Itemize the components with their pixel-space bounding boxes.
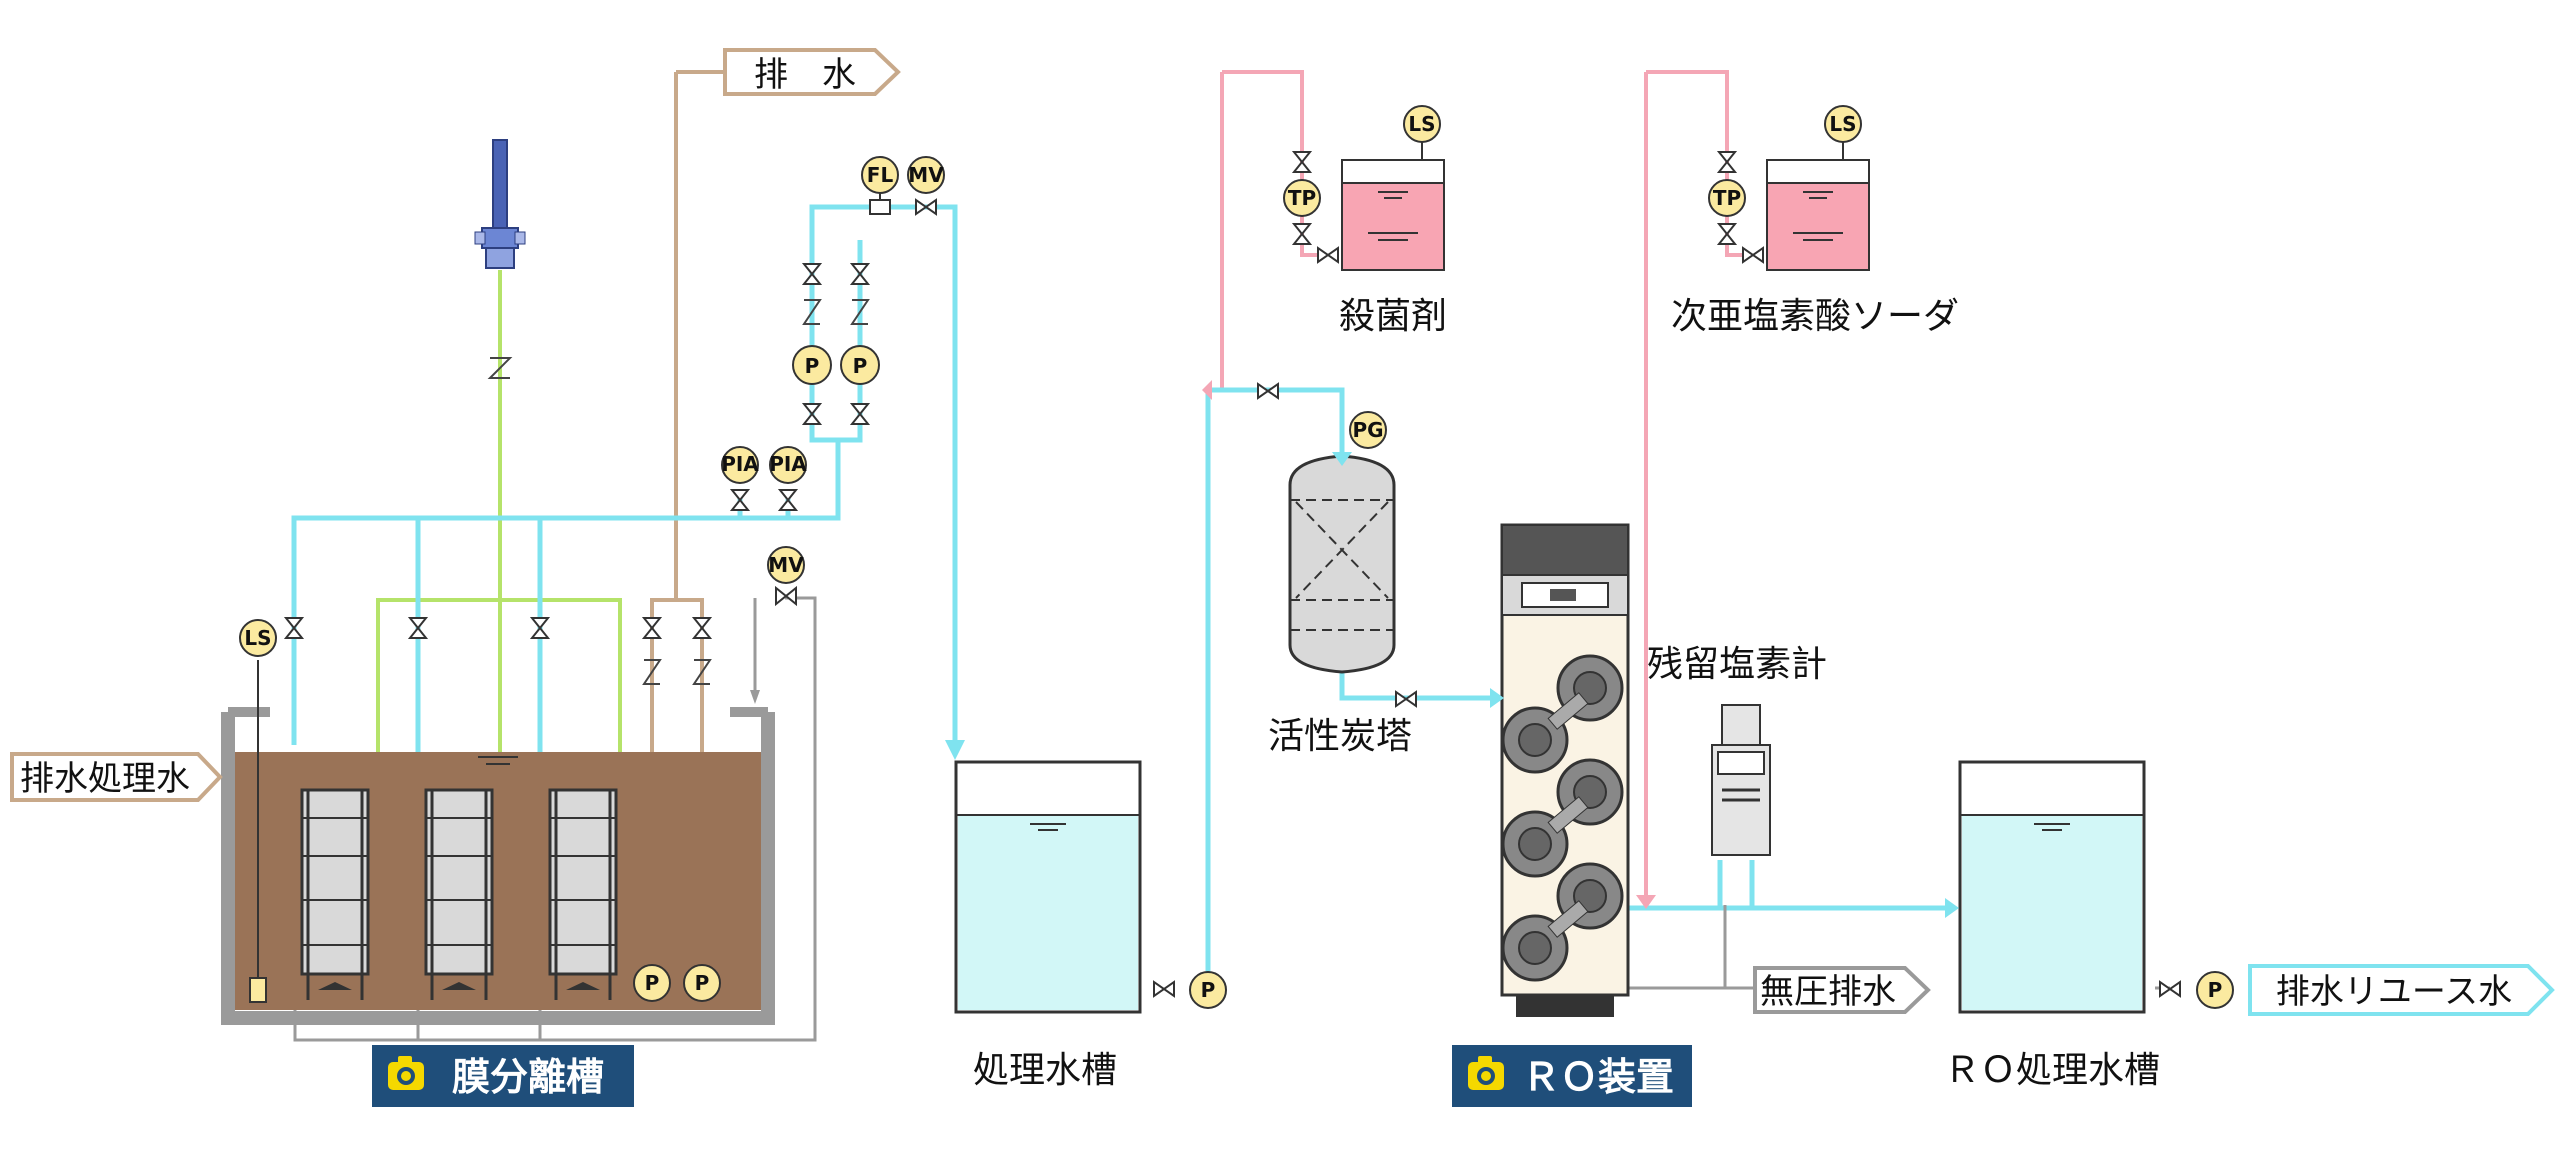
svg-text:P: P <box>853 354 868 378</box>
svg-text:LS: LS <box>244 626 271 650</box>
svg-text:PG: PG <box>1352 418 1383 442</box>
svg-text:MV: MV <box>768 553 804 577</box>
ro-vessel <box>1501 862 1624 982</box>
unpressurized-drain-label: 無圧排水 <box>1753 966 1931 1014</box>
ro-vessel <box>1501 654 1624 774</box>
svg-text:LS: LS <box>1408 112 1435 136</box>
ro-treated-tank-label: ＲＯ処理水槽 <box>1944 1050 2160 1091</box>
ro-unit <box>1500 523 1630 1017</box>
wastewater-in-label: 排水処理水 <box>10 752 223 802</box>
svg-text:P: P <box>805 354 820 378</box>
chlorine-meter-label: 残留塩素計 <box>1647 644 1827 685</box>
treated-water-tank <box>954 760 1142 1014</box>
svg-text:無圧排水: 無圧排水 <box>1760 972 1896 1012</box>
sterilizer-tank <box>1341 159 1445 271</box>
svg-text:ＲＯ装置: ＲＯ装置 <box>1522 1055 1674 1099</box>
instrument-pg: PG <box>1349 411 1387 449</box>
residual-chlorine-meter <box>1711 704 1771 856</box>
membrane-unit <box>300 788 370 1000</box>
flow-arrows <box>750 380 1959 918</box>
svg-text:P: P <box>695 971 710 995</box>
sterilizer-label: 殺菌剤 <box>1339 296 1447 337</box>
svg-text:排 水: 排 水 <box>754 55 856 95</box>
camera-icon <box>1468 1056 1504 1090</box>
ro-vessel <box>1501 758 1624 878</box>
instrument-p-treated: P <box>1189 971 1227 1009</box>
activated-carbon-tower <box>1288 454 1396 674</box>
instrument-tp-hypochlorite: TP <box>1708 179 1746 217</box>
svg-text:P: P <box>2208 978 2223 1002</box>
svg-text:TP: TP <box>1713 186 1741 210</box>
blower <box>474 139 526 379</box>
svg-text:PIA: PIA <box>721 452 759 476</box>
drain-label: 排 水 <box>723 48 901 96</box>
svg-text:PIA: PIA <box>769 452 807 476</box>
camera-icon <box>388 1056 424 1090</box>
instrument-p-suction-1: P <box>792 345 832 385</box>
svg-text:排水リユース水: 排水リユース水 <box>2276 972 2512 1012</box>
svg-text:P: P <box>645 971 660 995</box>
membrane-separation-tank <box>221 660 775 1025</box>
valves <box>283 151 2181 998</box>
check-valves <box>642 299 870 685</box>
instrument-mv-top: MV <box>907 156 945 194</box>
svg-text:TP: TP <box>1288 186 1316 210</box>
membrane-tank-button[interactable]: 膜分離槽 <box>372 1045 634 1107</box>
instrument-p-ro-treated: P <box>2196 971 2234 1009</box>
svg-text:P: P <box>1201 978 1216 1002</box>
instrument-pia-1: PIA <box>721 446 759 484</box>
svg-text:LS: LS <box>1829 112 1856 136</box>
instrument-p-drain-1: P <box>633 964 671 1002</box>
instrument-mv-return: MV <box>767 546 805 584</box>
ro-unit-button[interactable]: ＲＯ装置 <box>1452 1045 1692 1107</box>
ro-treated-water-tank <box>1958 760 2146 1014</box>
svg-text:排水処理水: 排水処理水 <box>20 759 190 799</box>
carbon-tower-label: 活性炭塔 <box>1268 716 1412 757</box>
svg-text:FL: FL <box>867 163 894 187</box>
instrument-pia-2: PIA <box>769 446 807 484</box>
hypochlorite-tank <box>1766 159 1870 271</box>
reuse-water-label: 排水リユース水 <box>2248 964 2555 1016</box>
instrument-fl: FL <box>861 156 899 215</box>
instrument-ls-membrane: LS <box>239 619 277 657</box>
instrument-p-drain-2: P <box>683 964 721 1002</box>
svg-text:膜分離槽: 膜分離槽 <box>452 1055 604 1099</box>
instrument-tp-sterilizer: TP <box>1283 179 1321 217</box>
instrument-p-suction-2: P <box>840 345 880 385</box>
membrane-unit <box>548 788 618 1000</box>
hypochlorite-label: 次亜塩素酸ソーダ <box>1671 296 1959 337</box>
svg-text:MV: MV <box>908 163 944 187</box>
treated-tank-label: 処理水槽 <box>973 1050 1117 1091</box>
membrane-unit <box>424 788 494 1000</box>
